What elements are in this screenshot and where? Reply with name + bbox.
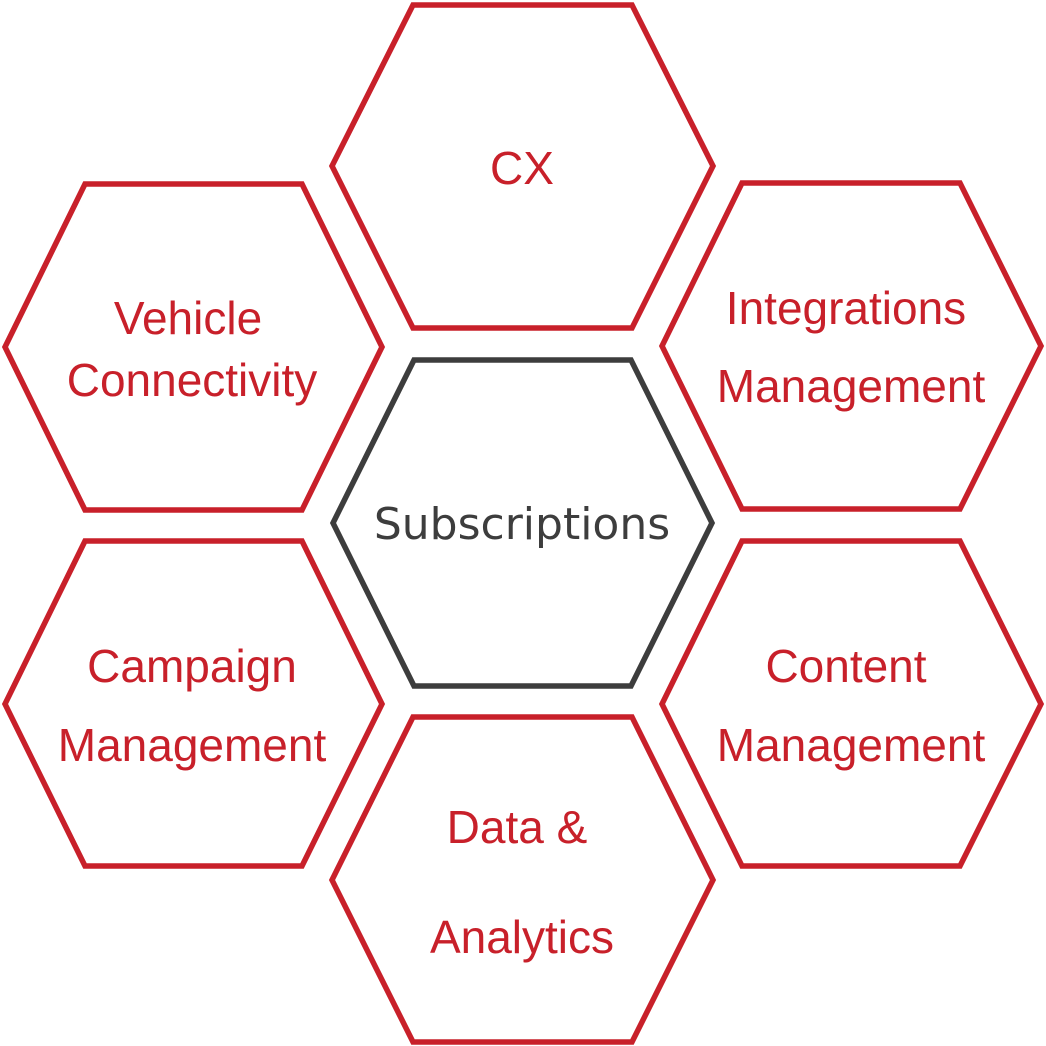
hex-vehicle-connectivity-shape [1, 181, 386, 513]
hex-subscriptions-shape [329, 357, 716, 689]
hex-data-analytics-label-line2: Analytics [430, 911, 614, 963]
hex-integrations-management-label-line1: Integrations [726, 282, 966, 334]
hex-subscriptions-label: Subscriptions [374, 499, 670, 550]
hex-cx-label: CX [490, 142, 554, 194]
hex-data-analytics-label-line1: Data & [447, 801, 588, 853]
hex-subscriptions: Subscriptions [329, 357, 716, 689]
hex-data-analytics: Data & Analytics [328, 714, 717, 1045]
hex-campaign-management-shape [1, 538, 386, 869]
hex-data-analytics-shape [328, 714, 717, 1045]
hex-cx-shape [328, 2, 717, 331]
hex-campaign-management: Campaign Management [1, 538, 386, 869]
hex-vehicle-connectivity-label-line1: Vehicle [114, 292, 262, 344]
hex-integrations-management-shape [658, 180, 1045, 512]
hex-content-management: Content Management [658, 538, 1045, 869]
hex-campaign-management-label-line1: Campaign [87, 640, 297, 692]
hex-vehicle-connectivity: Vehicle Connectivity [1, 181, 386, 513]
hex-integrations-management: Integrations Management [658, 180, 1045, 512]
hex-content-management-shape [658, 538, 1045, 869]
hex-vehicle-connectivity-label-line2: Connectivity [67, 354, 318, 406]
hex-cx: CX [328, 2, 717, 331]
hex-campaign-management-label-line2: Management [58, 719, 327, 771]
hex-content-management-label-line1: Content [765, 640, 926, 692]
hex-content-management-label-line2: Management [717, 719, 986, 771]
hex-integrations-management-label-line2: Management [717, 360, 986, 412]
